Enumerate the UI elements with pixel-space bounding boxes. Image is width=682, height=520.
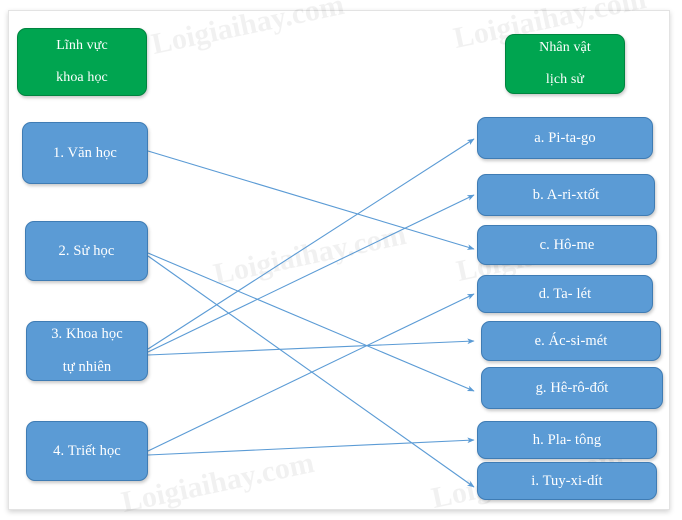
right-item-g-label: g. Hê-rô-đốt [535,379,609,396]
right-item-c-label: c. Hô-me [539,236,595,253]
right-column-header: Nhân vật lịch sử [505,34,625,94]
right-item-b-label: b. A-ri-xtốt [532,186,600,203]
right-item-a-pi-ta-go[interactable]: a. Pi-ta-go [477,117,653,159]
right-item-d-ta-let[interactable]: d. Ta- lét [477,275,653,313]
left-item-4-triet-hoc[interactable]: 4. Triết học [26,421,148,481]
right-header-line2: lịch sử [545,72,585,88]
right-item-d-label: d. Ta- lét [538,285,592,302]
left-item-2-su-hoc[interactable]: 2. Sử học [25,221,148,281]
left-item-3-line2: tự nhiên [62,359,112,376]
left-header-line2: khoa học [56,70,108,86]
left-item-4-line1: 4. Triết học [53,442,121,459]
left-item-2-line1: 2. Sử học [58,242,115,259]
right-item-i-label: i. Tuy-xi-dít [531,472,603,489]
right-item-e-label: e. Ác-si-mét [534,332,608,349]
right-item-h-pla-tong[interactable]: h. Pla- tông [477,421,657,459]
left-item-1-van-hoc[interactable]: 1. Văn học [22,122,148,184]
right-item-a-label: a. Pi-ta-go [534,129,596,146]
left-item-3-khoa-hoc-tu-nhien[interactable]: 3. Khoa học tự nhiên [26,321,148,381]
left-column-header: Lĩnh vực khoa học [17,28,147,96]
left-header-line1: Lĩnh vực [56,37,108,53]
right-item-h-label: h. Pla- tông [532,431,602,448]
left-item-3-line1: 3. Khoa học [51,325,123,342]
right-item-i-tuy-xi-dit[interactable]: i. Tuy-xi-dít [477,462,657,500]
left-item-1-line1: 1. Văn học [53,144,117,161]
right-item-c-ho-me[interactable]: c. Hô-me [477,225,657,265]
right-item-b-a-ri-xtot[interactable]: b. A-ri-xtốt [477,174,655,216]
right-item-g-he-ro-dot[interactable]: g. Hê-rô-đốt [481,367,663,409]
right-item-e-ac-si-met[interactable]: e. Ác-si-mét [481,321,661,361]
right-header-line1: Nhân vật [539,39,591,55]
